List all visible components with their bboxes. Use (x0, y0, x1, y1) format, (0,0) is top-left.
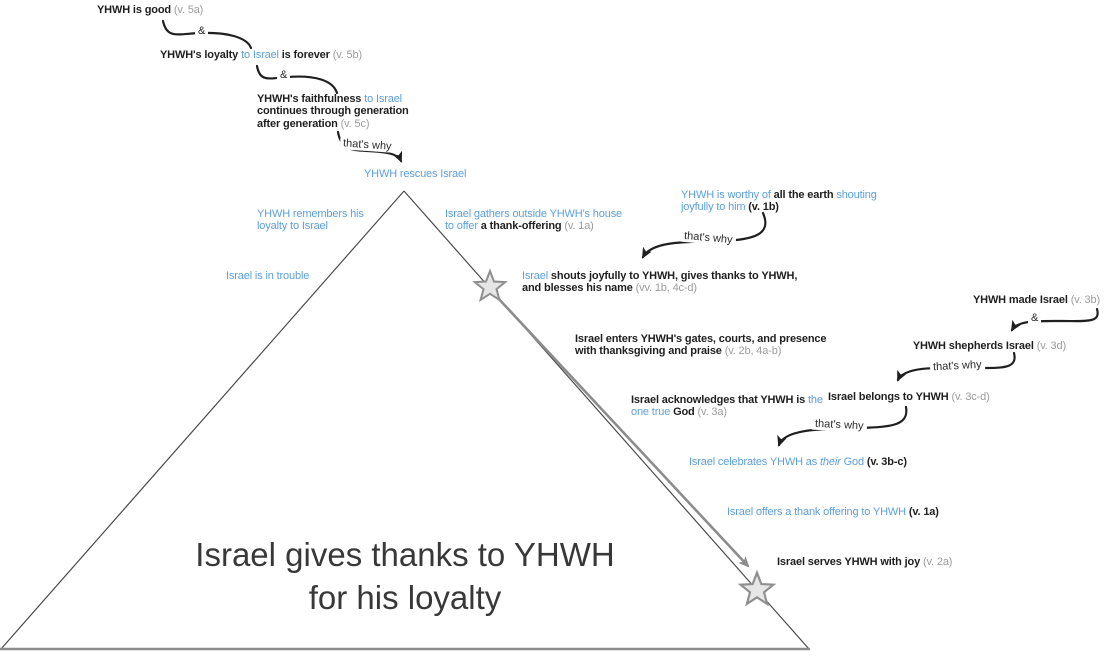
statement-rescues: YHWH rescues Israel (364, 168, 467, 180)
title-line-1: Israel gives thanks to YHWH (195, 536, 615, 573)
connector-label-and: & (277, 69, 291, 81)
connector-label-and: & (195, 25, 209, 37)
connector-made-shepherds (1010, 307, 1099, 332)
statement-remembers: YHWH remembers his loyalty to Israel (257, 208, 364, 233)
statement-enters: Israel enters YHWH's gates, courts, and … (575, 333, 827, 358)
statement-shouts: Israel shouts joyfully to YHWH, gives th… (522, 270, 798, 295)
statement-offers: Israel offers a thank offering to YHWH (… (727, 506, 939, 518)
statement-yhwh-is-good: YHWH is good (v. 5a) (97, 4, 204, 16)
connector-label-and: & (1028, 312, 1042, 324)
diagram-main-idea-title: Israel gives thanks to YHWH for his loya… (0, 533, 810, 619)
star-icon (472, 268, 508, 303)
title-line-2: for his loyalty (308, 579, 502, 616)
statement-celebrates: Israel celebrates YHWH as their God (v. … (689, 456, 907, 468)
statement-acknowledges: Israel acknowledges that YHWH is the one… (631, 394, 823, 419)
connector-label-thats-why: that's why (680, 229, 736, 247)
statement-belongs: Israel belongs to YHWH (v. 3c-d) (828, 391, 990, 403)
statement-loyalty-forever: YHWH's loyalty to Israel is forever (v. … (160, 49, 362, 61)
statement-serves: Israel serves YHWH with joy (v. 2a) (777, 556, 953, 568)
statement-made: YHWH made Israel (v. 3b) (972, 294, 1100, 306)
connector-label-thats-why: that's why (929, 358, 985, 374)
connector-label-thats-why: that's why (339, 137, 395, 153)
statement-worthy: YHWH is worthy of all the earth shouting… (681, 189, 877, 214)
statement-trouble: Israel is in trouble (226, 270, 310, 282)
statement-shepherds: YHWH shepherds Israel (v. 3d) (912, 340, 1066, 352)
connector-label-thats-why: that's why (811, 417, 867, 433)
statement-faithfulness: YHWH's faithfulness to Israel continues … (257, 93, 409, 130)
connector-loyalty-faithfulness (255, 64, 339, 95)
statement-gathers: Israel gathers outside YHWH's house to o… (445, 208, 623, 233)
